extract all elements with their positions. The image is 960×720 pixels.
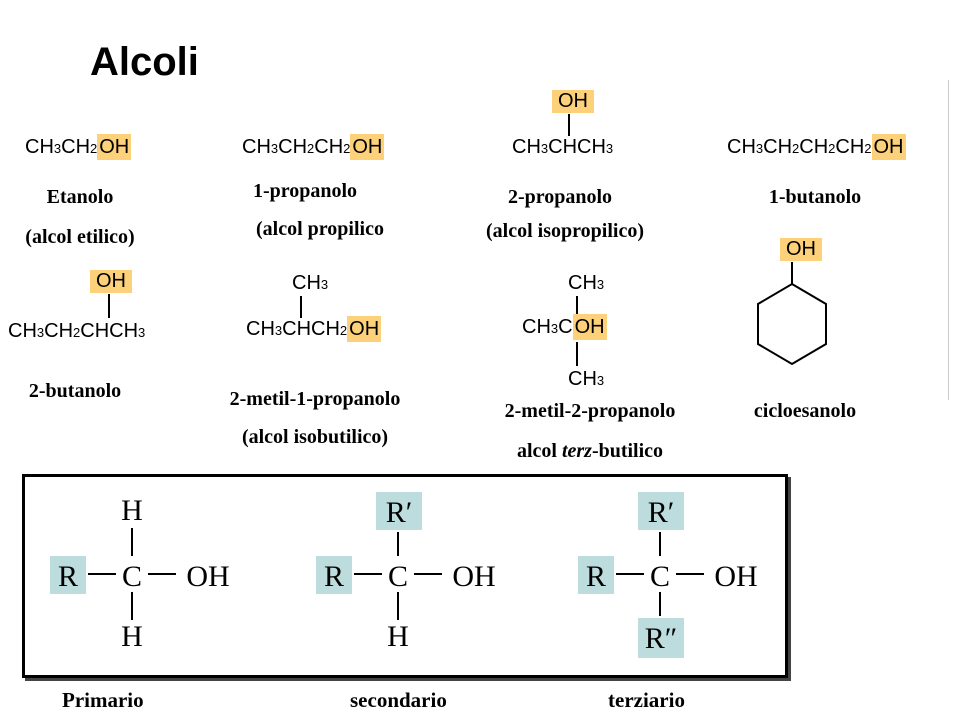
group-top: R′ xyxy=(386,496,413,529)
molecule-name: 2-butanolo xyxy=(28,380,122,402)
oh-group: OH xyxy=(347,316,382,342)
oh-group: OH xyxy=(97,134,132,160)
molecule-alt-name: (alcol propilico xyxy=(256,218,384,240)
group-top: H xyxy=(121,494,143,527)
page-title: Alcoli xyxy=(90,40,199,84)
bond-line xyxy=(576,342,578,366)
molecule-2-propanolo: OH CH3CHCH3 xyxy=(512,90,614,158)
molecule-name: 1-propanolo xyxy=(252,180,358,202)
molecule-2-butanolo: OH CH3CH2CHCH3 xyxy=(8,270,146,342)
molecule-alt-name: (alcol isopropilico) xyxy=(486,220,644,242)
classification-diagrams: R C OH H H R C OH R′ H R xyxy=(50,492,758,658)
bond-line xyxy=(108,294,110,318)
molecule-name: Etanolo xyxy=(46,186,114,208)
group-bottom: R″ xyxy=(645,622,678,655)
class-label-terziario: terziario xyxy=(608,688,685,712)
group-bottom: H xyxy=(387,620,409,653)
group-r: R xyxy=(324,560,344,593)
bond-line xyxy=(568,114,570,136)
molecule-cicloesanolo: OH xyxy=(752,234,842,384)
molecule-alt-name: alcol terz-butilico xyxy=(516,440,664,462)
center-c: C xyxy=(650,560,670,593)
group-top: R′ xyxy=(648,496,675,529)
molecule-alt-name: (alcol etilico) xyxy=(25,226,135,248)
oh-group: OH xyxy=(780,238,822,261)
group-oh: OH xyxy=(186,560,229,593)
group-ch3: CH3 xyxy=(25,136,62,158)
oh-group: OH xyxy=(90,270,132,293)
class-label-primario: Primario xyxy=(62,688,144,712)
molecule-name: 2-propanolo xyxy=(507,186,613,208)
molecule-name: 2-metil-1-propanolo xyxy=(229,388,401,410)
group-r: R xyxy=(586,560,606,593)
molecule-name: cicloesanolo xyxy=(753,400,857,422)
center-c: C xyxy=(122,560,142,593)
bond-line xyxy=(576,296,578,316)
group-oh: OH xyxy=(452,560,495,593)
class-label-secondario: secondario xyxy=(350,688,447,712)
secondary-structure: R C OH R′ H xyxy=(316,492,496,653)
molecule-name: 1-butanolo xyxy=(768,186,862,208)
group-bottom: H xyxy=(121,620,143,653)
molecule-name: 2-metil-2-propanolo xyxy=(504,400,676,422)
oh-group: OH xyxy=(572,314,607,340)
molecule-alt-name: (alcol isobutilico) xyxy=(241,426,389,448)
tertiary-structure: R C OH R′ R″ xyxy=(578,492,758,658)
group-r: R xyxy=(58,560,78,593)
center-c: C xyxy=(388,560,408,593)
group-oh: OH xyxy=(714,560,757,593)
divider-line xyxy=(948,80,949,400)
oh-group: OH xyxy=(552,90,594,113)
bond-line xyxy=(300,296,302,318)
group-ch2: CH2 xyxy=(61,136,98,158)
primary-structure: R C OH H H xyxy=(50,494,230,653)
oh-group: OH xyxy=(350,134,385,160)
cyclohexane-ring xyxy=(757,262,827,366)
oh-group: OH xyxy=(871,134,906,160)
